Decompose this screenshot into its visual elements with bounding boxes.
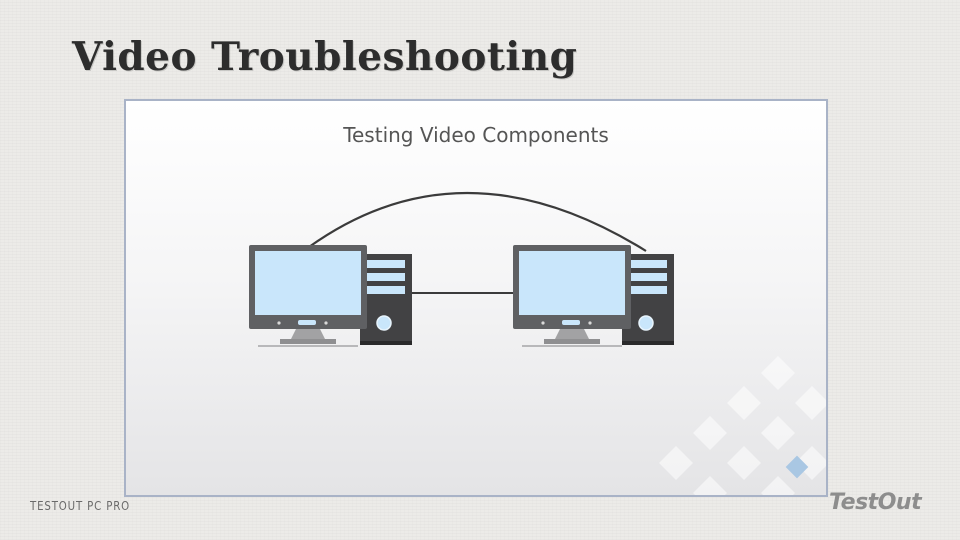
drive-bay-1 <box>367 260 405 268</box>
drive-bay-2 <box>367 273 405 281</box>
drive-bay-2 <box>629 273 667 281</box>
drive-bay-3 <box>629 286 667 294</box>
network-diagram <box>249 191 826 495</box>
drive-bay-3 <box>367 286 405 294</box>
accent-tile-decoration <box>785 455 809 479</box>
checker-pattern-decoration <box>659 356 826 495</box>
footer-course-name: TESTOUT PC PRO <box>30 499 131 513</box>
slide-title: Video Troubleshooting <box>72 34 578 80</box>
drive-bay-1 <box>629 260 667 268</box>
power-button <box>638 315 654 331</box>
power-button <box>376 315 392 331</box>
diagram-frame: Testing Video Components <box>124 99 828 497</box>
diagram-title: Testing Video Components <box>343 123 609 147</box>
computer-left <box>249 245 412 347</box>
testout-logo: TestOut <box>829 490 922 515</box>
computer-right <box>513 245 674 347</box>
monitor-screen-right <box>519 251 625 315</box>
monitor-screen-left <box>255 251 361 315</box>
connection-arc <box>308 191 647 252</box>
